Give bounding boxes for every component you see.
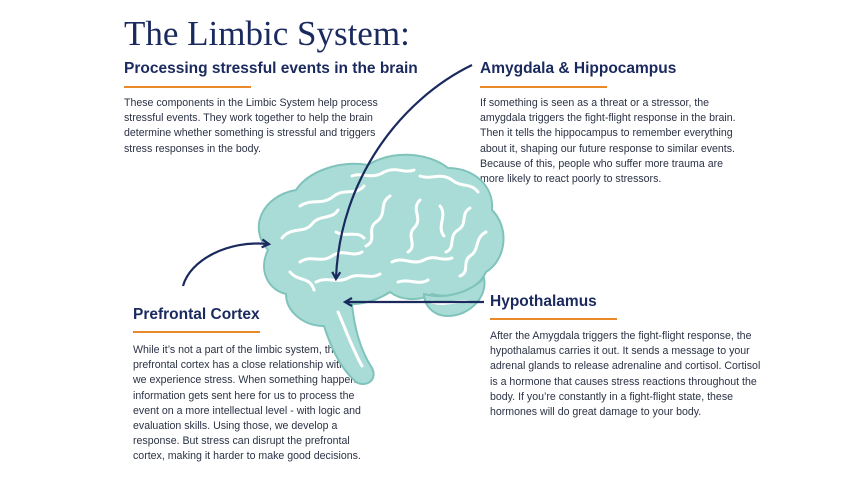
prefrontal-text: While it’s not a part of the limbic syst… xyxy=(133,344,368,463)
brain-illustration xyxy=(257,153,505,386)
amygdala-arrow xyxy=(336,64,473,278)
hypothalamus-text: After the Amygdala triggers the fight-fl… xyxy=(490,330,761,419)
page-title: The Limbic System: xyxy=(124,14,410,53)
hypothalamus-rule xyxy=(490,318,617,320)
amygdala-heading: Amygdala & Hippocampus xyxy=(480,60,677,77)
prefrontal-arrow xyxy=(181,243,268,287)
prefrontal-rule xyxy=(133,331,260,333)
intro-text: These components in the Limbic System he… xyxy=(124,97,378,155)
amygdala-text: If something is seen as a threat or a st… xyxy=(480,97,736,186)
page-subtitle: Processing stressful events in the brain xyxy=(124,60,418,77)
hypothalamus-heading: Hypothalamus xyxy=(490,293,597,310)
subtitle-rule xyxy=(124,86,251,88)
prefrontal-heading: Prefrontal Cortex xyxy=(133,306,260,323)
amygdala-rule xyxy=(480,86,607,88)
